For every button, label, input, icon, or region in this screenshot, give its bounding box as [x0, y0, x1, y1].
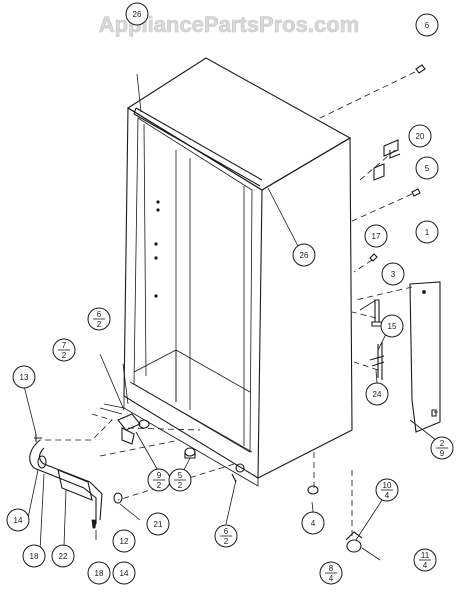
- callout-6-2-upper: 6 2: [87, 307, 111, 331]
- callout-9-2: 9 2: [147, 468, 171, 492]
- part-screw-6: [415, 64, 426, 74]
- callout-leaders: [23, 299, 437, 551]
- callout-2-9: 2 9: [430, 436, 454, 460]
- svg-text:26: 26: [133, 10, 142, 19]
- svg-text:11: 11: [421, 551, 430, 560]
- callout-22: 22: [51, 544, 75, 568]
- callout-6-2-lower: 6 2: [214, 524, 238, 548]
- svg-text:2: 2: [157, 481, 162, 490]
- svg-text:6: 6: [97, 310, 102, 319]
- svg-text:2: 2: [62, 351, 67, 360]
- svg-text:14: 14: [14, 516, 23, 525]
- svg-text:2: 2: [224, 537, 229, 546]
- callout-17: 17: [364, 224, 388, 248]
- svg-text:13: 13: [20, 373, 29, 382]
- svg-text:3: 3: [391, 270, 396, 279]
- svg-text:18: 18: [95, 569, 104, 578]
- part-screw-5: [411, 188, 421, 197]
- callout-3: 3: [381, 262, 405, 286]
- callout-7-2: 7 2: [52, 338, 76, 362]
- callout-4: 4: [301, 511, 325, 535]
- svg-text:8: 8: [329, 564, 334, 573]
- callout-14-right: 14: [112, 561, 136, 585]
- cabinet-shell: [123, 57, 353, 487]
- part-bolt-3: [371, 299, 383, 327]
- part-feet: [113, 447, 319, 504]
- callout-8-4: 8 4: [319, 561, 343, 585]
- callout-18-left: 18: [22, 544, 46, 568]
- callout-26-top: 26: [125, 2, 149, 26]
- part-caster-8-4: [345, 531, 381, 561]
- svg-text:6: 6: [425, 21, 430, 30]
- part-hinge-20: [373, 139, 401, 181]
- svg-text:22: 22: [59, 552, 68, 561]
- callout-14-left: 14: [6, 508, 30, 532]
- part-bracket-15: [369, 342, 385, 380]
- callout-1: 1: [415, 220, 439, 244]
- callout-13: 13: [12, 365, 36, 389]
- callout-6: 6: [415, 13, 439, 37]
- svg-text:15: 15: [388, 322, 397, 331]
- callout-11-4: 11 4: [413, 548, 437, 572]
- callout-24: 24: [365, 382, 389, 406]
- svg-text:5: 5: [178, 471, 183, 480]
- part-roller-tube: [29, 434, 103, 529]
- assembly-guide-lines: [40, 71, 416, 540]
- callout-5: 5: [415, 156, 439, 180]
- svg-text:24: 24: [373, 390, 382, 399]
- callout-26-right: 26: [292, 243, 316, 267]
- part-clip-17: [369, 253, 378, 262]
- svg-text:2: 2: [440, 439, 445, 448]
- svg-text:5: 5: [425, 164, 430, 173]
- svg-text:2: 2: [97, 320, 102, 329]
- callout-12: 12: [112, 529, 136, 553]
- svg-text:9: 9: [440, 449, 445, 458]
- svg-text:4: 4: [385, 491, 390, 500]
- svg-text:17: 17: [372, 232, 381, 241]
- svg-text:7: 7: [62, 341, 67, 350]
- callout-15: 15: [380, 314, 404, 338]
- part-screw-2-9: [431, 409, 437, 417]
- svg-text:4: 4: [423, 561, 428, 570]
- svg-text:10: 10: [383, 481, 392, 490]
- callout-5-2: 5 2: [168, 468, 192, 492]
- part-panel-1: [409, 281, 441, 433]
- svg-text:2: 2: [178, 481, 183, 490]
- svg-text:1: 1: [425, 228, 430, 237]
- svg-text:18: 18: [30, 552, 39, 561]
- svg-text:21: 21: [154, 520, 163, 529]
- svg-text:14: 14: [120, 569, 129, 578]
- callout-20: 20: [408, 124, 432, 148]
- callout-18-right: 18: [87, 561, 111, 585]
- callout-10-4: 10 4: [375, 478, 399, 502]
- svg-text:20: 20: [416, 132, 425, 141]
- svg-text:9: 9: [157, 471, 162, 480]
- svg-text:6: 6: [224, 527, 229, 536]
- part-leveler-assembly: [99, 403, 150, 445]
- svg-text:4: 4: [311, 519, 316, 528]
- svg-text:26: 26: [300, 251, 309, 260]
- svg-text:12: 12: [120, 537, 129, 546]
- callout-21: 21: [146, 512, 170, 536]
- svg-text:4: 4: [329, 574, 334, 583]
